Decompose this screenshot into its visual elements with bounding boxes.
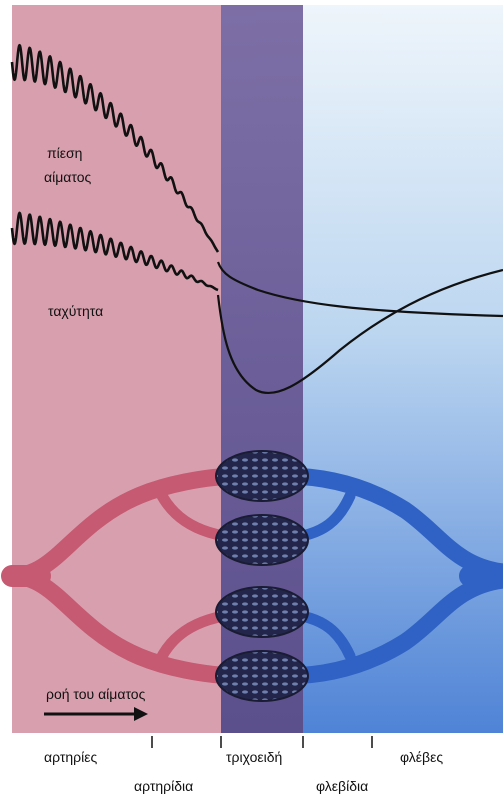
pressure-label-line2: αίματος	[44, 169, 91, 186]
flow-label: ροή του αίματος	[46, 686, 145, 703]
zone-label-arterioles: αρτηρίδια	[134, 778, 193, 795]
zone-label-veins: φλέβες	[400, 749, 443, 766]
velocity-label: ταχύτητα	[48, 303, 103, 320]
capillary-bed-4	[216, 651, 308, 701]
capillary-bed-1	[216, 451, 308, 501]
zone-label-arteries: αρτηρίες	[44, 749, 97, 766]
zone-label-capillaries: τριχοειδή	[226, 749, 282, 766]
pressure-label-line1: πίεση	[47, 145, 82, 162]
capillary-bed-2	[216, 515, 308, 565]
venous-zone-background	[303, 5, 503, 733]
zone-ticks	[152, 736, 372, 748]
zone-label-venules: φλεβίδια	[316, 778, 368, 795]
capillary-bed-3	[216, 587, 308, 637]
